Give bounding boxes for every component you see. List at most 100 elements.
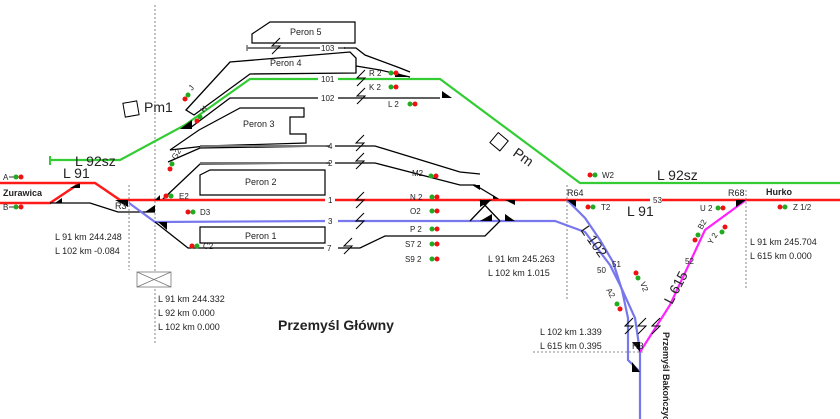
svg-text:Y 2: Y 2 — [706, 231, 720, 246]
svg-text:B2: B2 — [696, 218, 709, 231]
signal-b2[interactable]: B2 — [692, 218, 709, 243]
platform-2 — [199, 169, 326, 196]
km-west-box: L 91 km 244.248 L 102 km -0.084 — [55, 232, 122, 256]
signal-a2[interactable]: A2 — [604, 287, 623, 312]
track-4-left — [167, 145, 331, 163]
signal-o2[interactable]: O2 — [410, 207, 440, 216]
signal-e2[interactable]: E2 — [163, 192, 190, 201]
svg-text:J: J — [187, 83, 196, 92]
platform-1-label: Peron 1 — [245, 231, 277, 241]
svg-text:A2: A2 — [604, 287, 617, 300]
svg-text:M2: M2 — [412, 169, 424, 178]
track-label-52: 52 — [685, 257, 694, 266]
svg-text:P 2: P 2 — [410, 225, 422, 234]
svg-text:K 2: K 2 — [369, 83, 382, 92]
track-103 — [189, 97, 440, 129]
track-label-7: 7 — [327, 244, 332, 253]
platform-5 — [251, 21, 356, 44]
platform-3-label: Peron 3 — [243, 119, 275, 129]
platform-4 — [184, 51, 357, 116]
svg-text:L 91 km 244.248: L 91 km 244.248 — [55, 232, 122, 242]
track-label-102: 103 — [321, 44, 335, 53]
svg-text:T2: T2 — [601, 203, 611, 212]
line-91-east-label: L 91 — [627, 203, 654, 219]
svg-text:W2: W2 — [602, 171, 615, 180]
station-zurawica[interactable]: Zurawica — [3, 188, 43, 198]
line-102-label: L 102 — [578, 223, 611, 261]
svg-text:B: B — [3, 203, 8, 212]
signal-b[interactable]: B — [3, 203, 24, 212]
signal-m2[interactable]: M2 — [412, 169, 439, 179]
svg-text:L 102 km -0.084: L 102 km -0.084 — [55, 246, 120, 256]
signal-t2[interactable]: T2 — [585, 203, 611, 212]
track-4 — [335, 145, 481, 175]
svg-text:L 2: L 2 — [388, 100, 399, 109]
building-pm — [489, 131, 509, 152]
km-r68: L 91 km 245.704 L 615 km 0.000 — [750, 237, 817, 261]
svg-text:R 2: R 2 — [369, 69, 382, 78]
svg-text:A: A — [3, 173, 9, 182]
svg-text:N 2: N 2 — [410, 193, 423, 202]
signal-l2[interactable]: L 2 — [388, 100, 418, 109]
signal-s72[interactable]: S7 2 — [405, 240, 440, 249]
svg-text:L 102 km 1.339: L 102 km 1.339 — [540, 327, 602, 337]
building-pm1 — [122, 100, 140, 118]
track-bypass — [50, 202, 155, 213]
box-r3-west: R3 — [115, 201, 127, 211]
km-r64: L 91 km 245.263 L 102 km 1.015 — [488, 254, 555, 278]
section-insulator-icon — [270, 37, 282, 55]
svg-text:L 615 km 0.000: L 615 km 0.000 — [750, 251, 812, 261]
station-hurko[interactable]: Hurko — [766, 187, 793, 197]
station-bakonczyce[interactable]: Przemyśl Bakończyce — [661, 332, 671, 419]
box-r68: R68 — [728, 188, 745, 198]
signal-r2[interactable]: R 2 — [369, 69, 399, 78]
track-7 — [338, 220, 501, 249]
signal-a[interactable]: A — [3, 173, 24, 182]
track-label-3: 3 — [328, 217, 333, 226]
line-102-second — [566, 199, 641, 373]
track-label-53: 53 — [653, 196, 662, 205]
signal-j[interactable]: J — [182, 83, 197, 102]
svg-text:L 102 km 1.015: L 102 km 1.015 — [488, 268, 550, 278]
station-building-icon — [136, 271, 172, 288]
svg-text:L 615 km 0.395: L 615 km 0.395 — [540, 341, 602, 351]
line-615-label: L 615 — [661, 268, 691, 306]
platform-2-label: Peron 2 — [245, 177, 277, 187]
svg-text:V2: V2 — [638, 281, 650, 294]
km-station-axis: L 91 km 244.332 L 92 km 0.000 L 102 km 0… — [158, 294, 225, 332]
svg-text:S9 2: S9 2 — [405, 255, 422, 264]
track-label-51: 51 — [612, 260, 621, 269]
line-92sz — [50, 77, 840, 185]
signal-p2[interactable]: P 2 — [410, 225, 440, 234]
line-615 — [639, 199, 747, 353]
line-102-track-3 — [128, 202, 331, 224]
signal-z12[interactable]: Z 1/2 — [777, 203, 812, 212]
signal-c2[interactable]: C2 — [189, 242, 214, 251]
signal-d3[interactable]: D3 — [185, 208, 211, 217]
signal-n2[interactable]: N 2 — [410, 193, 440, 202]
svg-text:L 102 km 0.000: L 102 km 0.000 — [158, 322, 220, 332]
svg-text:E2: E2 — [179, 192, 189, 201]
svg-text:S7 2: S7 2 — [405, 240, 422, 249]
track-label-50: 50 — [597, 266, 606, 275]
track-label-1: 1 — [328, 196, 333, 205]
signal-u2[interactable]: U 2 — [700, 204, 726, 213]
signal-w2[interactable]: W2 — [587, 171, 615, 180]
svg-text:Z 1/2: Z 1/2 — [793, 203, 812, 212]
track-7-left — [154, 221, 330, 249]
signal-s92[interactable]: S9 2 — [405, 255, 440, 264]
svg-text:L 91 km 245.704: L 91 km 245.704 — [750, 237, 817, 247]
svg-text:L 91 km 244.332: L 91 km 244.332 — [158, 294, 225, 304]
signal-g2[interactable]: G2 — [167, 147, 184, 172]
line-91-west-label: L 91 — [63, 165, 90, 181]
signal-k2[interactable]: K 2 — [369, 83, 399, 92]
track-label-103: 102 — [321, 94, 335, 103]
svg-text:H: H — [199, 104, 210, 114]
signal-v2[interactable]: V2 — [633, 270, 651, 294]
section-insulator-icons — [270, 37, 662, 335]
building-pm1-label: Pm1 — [144, 99, 173, 115]
box-r64: R64 — [567, 188, 584, 198]
signal-h[interactable]: H — [194, 104, 210, 124]
svg-text:L 91 km 245.263: L 91 km 245.263 — [488, 254, 555, 264]
